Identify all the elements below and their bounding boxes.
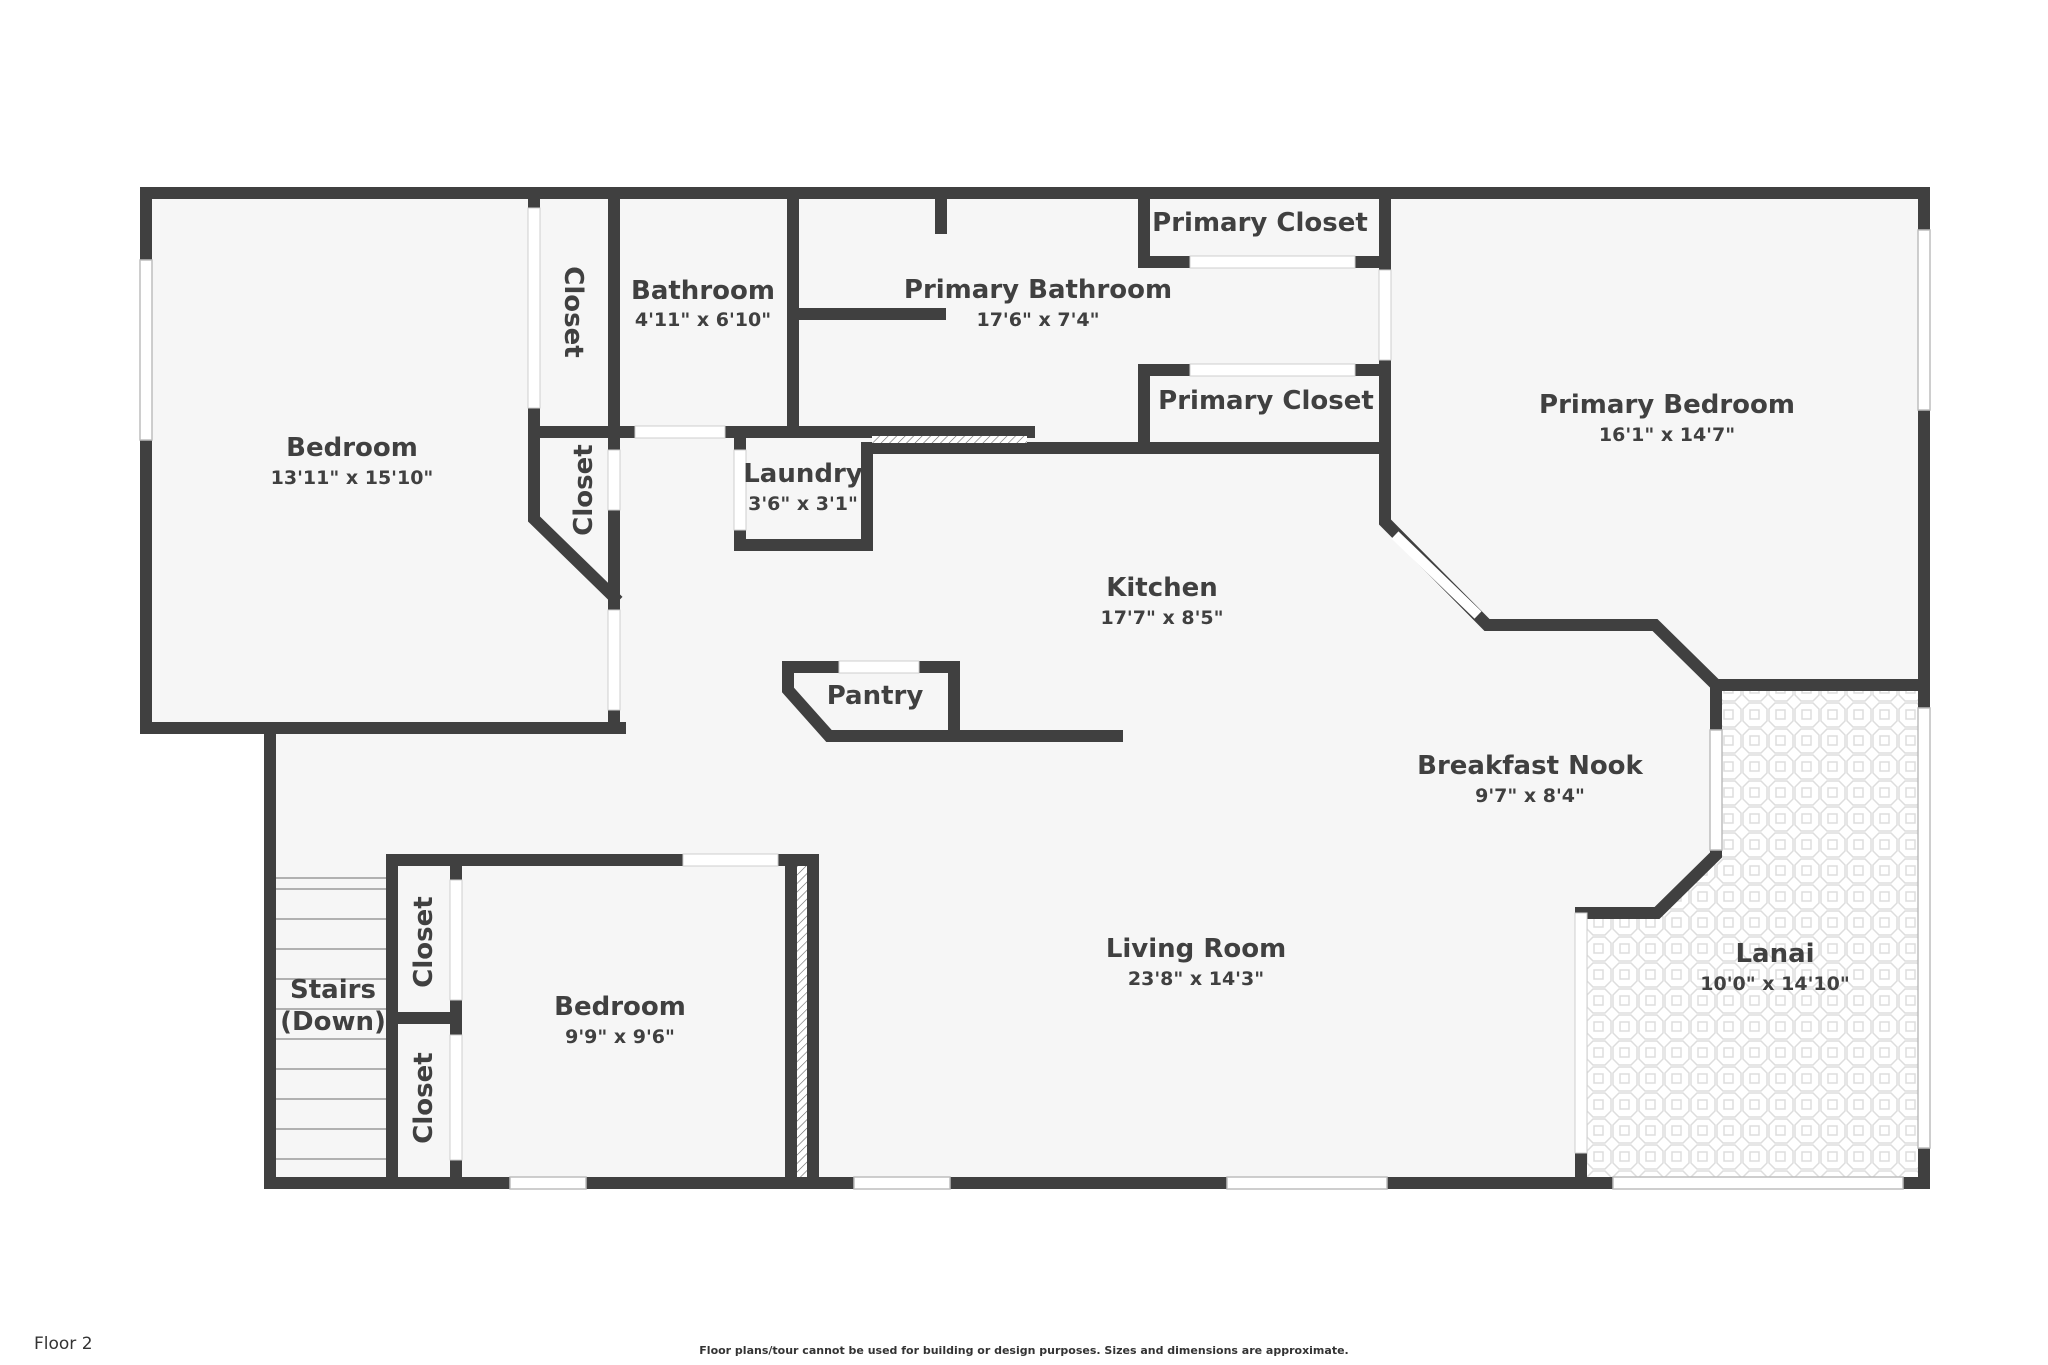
stairs-treads [276,877,392,1160]
room-dims-bathroom: 4'11" x 6'10" [635,309,771,331]
room-dims-lanai: 10'0" x 14'10" [1700,973,1849,995]
room-name-bedroom-lower: Bedroom [554,992,686,1022]
room-name-primary-bedroom: Primary Bedroom [1539,390,1795,420]
room-name-closet-lower-bottom: Closet [409,1052,439,1143]
room-dims-breakfast-nook: 9'7" x 8'4" [1475,785,1585,807]
room-name-primary-closet-bottom: Primary Closet [1158,386,1374,416]
room-name-laundry: Laundry [743,459,863,489]
room-name-kitchen: Kitchen [1106,573,1218,603]
hatched-wall [797,866,807,1177]
floor-label: Floor 2 [34,1334,93,1354]
room-labels: Bedroom 13'11" x 15'10" Closet Closet Ba… [271,208,1850,1144]
room-name-primary-bathroom: Primary Bathroom [904,275,1172,305]
floor-fill [140,193,1924,1193]
room-dims-bedroom-left: 13'11" x 15'10" [271,467,434,489]
room-name-pantry: Pantry [827,681,924,711]
room-name-primary-closet-top: Primary Closet [1152,208,1368,238]
room-dims-primary-bathroom: 17'6" x 7'4" [976,309,1099,331]
room-name-stairs-line1: Stairs [290,975,376,1005]
room-name-stairs-line2: (Down) [280,1007,386,1037]
room-dims-bedroom-lower: 9'9" x 9'6" [565,1026,675,1048]
windows [139,229,1931,1190]
door-openings [449,207,1588,1161]
room-name-living-room: Living Room [1106,934,1286,964]
room-dims-primary-bedroom: 16'1" x 14'7" [1599,424,1735,446]
room-dims-kitchen: 17'7" x 8'5" [1100,607,1223,629]
room-dims-living-room: 23'8" x 14'3" [1128,968,1264,990]
room-name-bedroom-left: Bedroom [286,433,418,463]
disclaimer-text: Floor plans/tour cannot be used for buil… [699,1344,1349,1357]
room-name-lanai: Lanai [1735,939,1814,969]
room-name-bathroom: Bathroom [631,276,775,306]
room-name-breakfast-nook: Breakfast Nook [1417,751,1643,781]
room-dims-laundry: 3'6" x 3'1" [748,493,858,515]
room-name-closet-lower-top: Closet [409,896,439,987]
lanai-floor [1587,685,1918,1177]
room-name-closet-left-top: Closet [558,266,588,357]
room-name-closet-left-mid: Closet [569,444,599,535]
hatched-wall-top [872,436,1027,443]
